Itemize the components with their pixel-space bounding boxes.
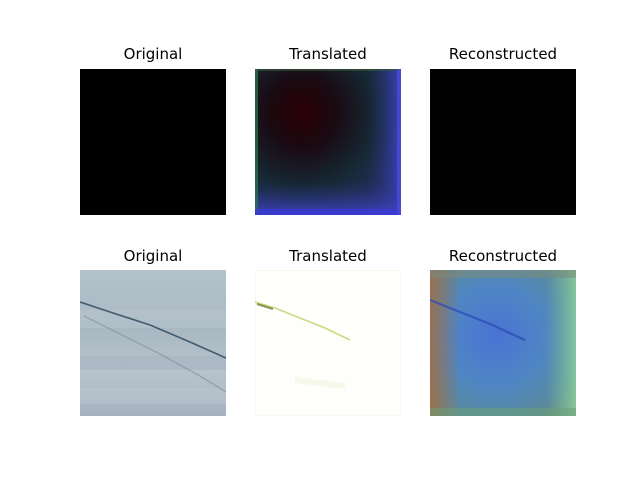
row1-original-image [80, 69, 226, 215]
row2-translated-title: Translated [289, 247, 367, 265]
row2-translated-image [255, 270, 401, 416]
row1-reconstructed-title: Reconstructed [448, 45, 558, 63]
row1-translated-title: Translated [289, 45, 367, 63]
row1-original-title: Original [123, 45, 183, 63]
row2-original-image [80, 270, 226, 416]
row2-reconstructed-title: Reconstructed [448, 247, 558, 265]
row1-translated-image [255, 69, 401, 215]
row1-reconstructed-image [430, 69, 576, 215]
row2-original-title: Original [123, 247, 183, 265]
row2-reconstructed-image [430, 270, 576, 416]
